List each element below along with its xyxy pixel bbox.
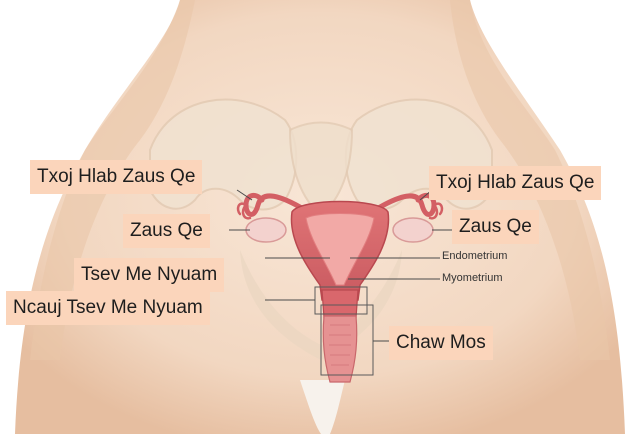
vagina-canal [323, 316, 357, 382]
label-endometrium: Endometrium [442, 250, 507, 262]
label-vagina: Chaw Mos [389, 326, 493, 360]
label-ovary-right: Zaus Qe [452, 210, 539, 244]
label-myometrium: Myometrium [442, 272, 503, 284]
ovary-right [393, 218, 433, 242]
label-uterus: Tsev Me Nyuam [74, 258, 224, 292]
label-cervix: Ncauj Tsev Me Nyuam [6, 291, 210, 325]
label-fallopian-tube-right: Txoj Hlab Zaus Qe [429, 166, 601, 200]
label-ovary-left: Zaus Qe [123, 214, 210, 248]
ovary-left [246, 218, 286, 242]
label-fallopian-tube-left: Txoj Hlab Zaus Qe [30, 160, 202, 194]
